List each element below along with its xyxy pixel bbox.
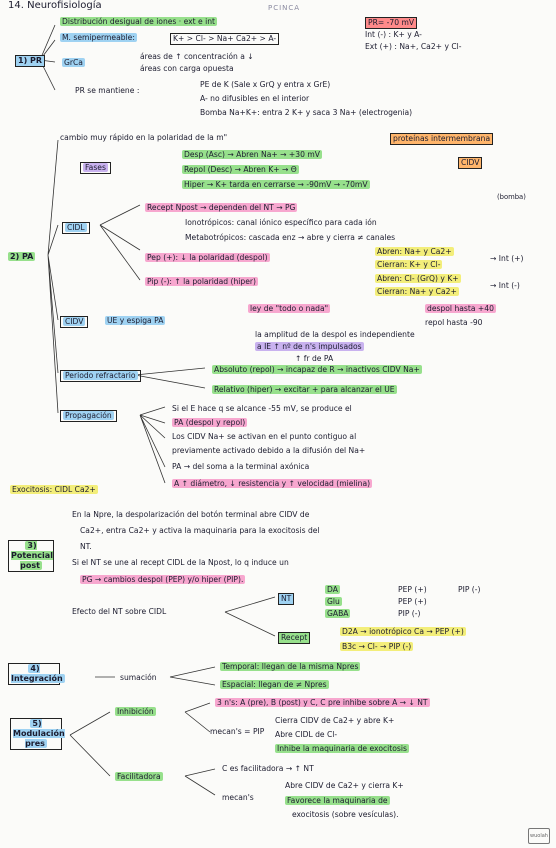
prop-line-4: previamente activado debido a la difusió… xyxy=(172,446,366,455)
grca-label: GrCa xyxy=(62,58,85,67)
section-pr-label: 1) PR xyxy=(15,55,46,67)
grca-areas-2: áreas con carga opuesta xyxy=(140,64,234,73)
fases-label: Fases xyxy=(80,162,111,174)
inhib-c1: Cierra CIDV de Ca2+ y abre K+ xyxy=(275,716,395,725)
facilitadora-mecan: mecan's xyxy=(222,793,254,802)
fac-f1: Abre CIDV de Ca2+ y cierra K+ xyxy=(285,781,404,790)
pip-abren: Abren: Cl- (GrQ) y K+ xyxy=(375,274,461,283)
nt-da: DA xyxy=(325,585,340,594)
facilitadora-label: Facilitadora xyxy=(115,772,163,781)
watermark-text: PCINCA xyxy=(268,4,301,12)
despol-hasta: despol hasta +40 xyxy=(425,304,496,313)
prop-line-2: PA (despol y repol) xyxy=(172,418,248,427)
mantiene-3: Bomba Na+K+: entra 2 K+ y saca 3 Na+ (el… xyxy=(200,108,413,117)
section-integracion-label: 4) Integración xyxy=(8,663,65,685)
recept-npost: Recept Npost → dependen del NT → PG xyxy=(145,203,298,212)
sumacion-temporal: Temporal: llegan de la misma Npres xyxy=(220,662,361,671)
pep-cierran: Cierran: K+ y Cl- xyxy=(375,260,443,269)
amplitud: la amplitud de la despol es independient… xyxy=(255,330,415,339)
page-title: 14. Neurofisiología xyxy=(8,0,102,11)
cidv-section: CIDV xyxy=(60,316,89,328)
fase-desp: Desp (Asc) → Abren Na+ → +30 mV xyxy=(182,150,322,159)
refractario-absoluto: Absoluto (repol) → incapaz de R → inacti… xyxy=(212,365,422,374)
prop-line-1: Si el E hace q se alcance -55 mV, se pro… xyxy=(172,404,352,413)
recept-box: Recept xyxy=(278,632,311,644)
pep-abren: Abren: Na+ y Ca2+ xyxy=(375,247,454,256)
section-modulacion-label: 5) Modulación pres xyxy=(10,718,65,750)
cidl-label: CIDL xyxy=(62,222,90,234)
int-ions: Int (-) : K+ y A- xyxy=(365,30,422,39)
semipermeable-label: M. semipermeable: xyxy=(60,33,137,42)
prop-line-3: Los CIDV Na+ se activan en el punto cont… xyxy=(172,432,357,441)
fase-hiper: Hiper → K+ tarda en cerrarse → -90mV → -… xyxy=(182,180,370,189)
metabotropicos: Metabotrópicos: cascada enz → abre y cie… xyxy=(185,233,396,242)
nt-glu: Glu xyxy=(325,597,342,606)
mantiene-1: PE de K (Sale x GrQ y entra x GrE) xyxy=(200,80,331,89)
cidv-badge: CIDV xyxy=(458,157,483,169)
ionotropicos: Ionotrópicos: canal iónico específico pa… xyxy=(185,218,377,227)
fase-repol: Repol (Desc) → Abren K+ → Θ xyxy=(182,165,299,174)
proteinas-label: proteínas intermembrana xyxy=(390,133,494,145)
inhib-c3: Inhibe la maquinaria de exocitosis xyxy=(275,744,409,753)
pp-line-3: NT. xyxy=(80,542,92,551)
sumacion-espacial: Espacial: llegan de ≠ Npres xyxy=(220,680,329,689)
sumacion-label: sumación xyxy=(120,673,157,682)
ie-impulsos: a IE ↑ nº de n's impulsados xyxy=(255,342,364,351)
inhibicion-3ns: 3 n's: A (pre), B (post) y C, C pre inhi… xyxy=(215,698,430,707)
pp-line-4: Si el NT se une al recept CIDL de la Npo… xyxy=(72,558,289,567)
inhibicion-mecan: mecan's = PIP xyxy=(210,727,265,736)
nt-gaba: GABA xyxy=(325,609,351,618)
pip-cierran: Cierran: Na+ y Ca2+ xyxy=(375,287,459,296)
fac-f3: exocitosis (sobre vesículas). xyxy=(292,810,399,819)
pp-line-1: En la Npre, la despolarización del botón… xyxy=(72,510,310,519)
pr-mantiene: PR se mantiene : xyxy=(75,86,140,95)
pip-line: Pip (-): ↑ la polaridad (hiper) xyxy=(145,277,258,286)
int-positive: → Int (+) xyxy=(490,254,524,263)
repol-hasta: repol hasta -90 xyxy=(425,318,483,327)
nt-box: NT xyxy=(278,593,295,605)
da-pip: PIP (-) xyxy=(458,585,481,594)
inhibicion-label: Inhibición xyxy=(115,707,156,716)
exocitosis-note: Exocitosis: CIDL Ca2+ xyxy=(10,485,98,494)
grca-areas-1: áreas de ↑ concentración a ↓ xyxy=(140,52,254,61)
refractario-relativo: Relativo (hiper) → excitar + para alcanz… xyxy=(212,385,397,394)
efecto-nt: Efecto del NT sobre CIDL xyxy=(72,607,167,616)
da-pep: PEP (+) xyxy=(398,585,427,594)
ley-todo-nada: ley de "todo o nada" xyxy=(248,304,331,313)
semipermeable-ions: K+ > Cl- > Na+ Ca2+ > A- xyxy=(170,33,280,45)
pp-line-2: Ca2+, entra Ca2+ y activa la maquinaria … xyxy=(80,526,320,535)
pa-cambio: cambio muy rápido en la polaridad de la … xyxy=(60,133,228,142)
prop-line-6: A ↑ diámetro, ↓ resistencia y ↑ velocida… xyxy=(172,479,373,488)
inhib-c2: Abre CIDL de Cl- xyxy=(275,730,338,739)
pr-value: PR= -70 mV xyxy=(365,17,418,29)
ext-ions: Ext (+) : Na+, Ca2+ y Cl- xyxy=(365,42,462,51)
glu-pep: PEP (+) xyxy=(398,597,427,606)
recept-d2a: D2A → ionotrópico Ca → PEP (+) xyxy=(340,627,466,636)
pr-distribucion: Distribución desigual de iones · ext e i… xyxy=(60,17,218,26)
recept-b3c: B3c → Cl- → PIP (-) xyxy=(340,642,414,651)
pep-line: Pep (+): ↓ la polaridad (despol) xyxy=(145,253,270,262)
pp-line-5: PG → cambios despol (PEP) y/o hiper (PIP… xyxy=(80,575,246,584)
propagacion-label: Propagación xyxy=(60,410,117,422)
facilitadora-c: C es facilitadora → ↑ NT xyxy=(222,764,314,773)
fac-f2: Favorece la maquinaria de xyxy=(285,796,390,805)
brand-logo: wuolah xyxy=(528,828,550,844)
refractario-label: Periodo refractario xyxy=(60,370,141,382)
prop-line-5: PA → del soma a la terminal axónica xyxy=(172,462,310,471)
ue-espiga: UE y espiga PA xyxy=(105,316,166,325)
int-negative: → Int (-) xyxy=(490,281,520,290)
bomba-note: (bomba) xyxy=(497,193,526,201)
gaba-pip: PIP (-) xyxy=(398,609,421,618)
fr-pa: ↑ fr de PA xyxy=(295,354,334,363)
section-pa-label: 2) PA xyxy=(8,252,36,261)
section-potencial-post-label: 3) Potencial post xyxy=(8,540,54,572)
mantiene-2: A- no difusibles en el interior xyxy=(200,94,310,103)
